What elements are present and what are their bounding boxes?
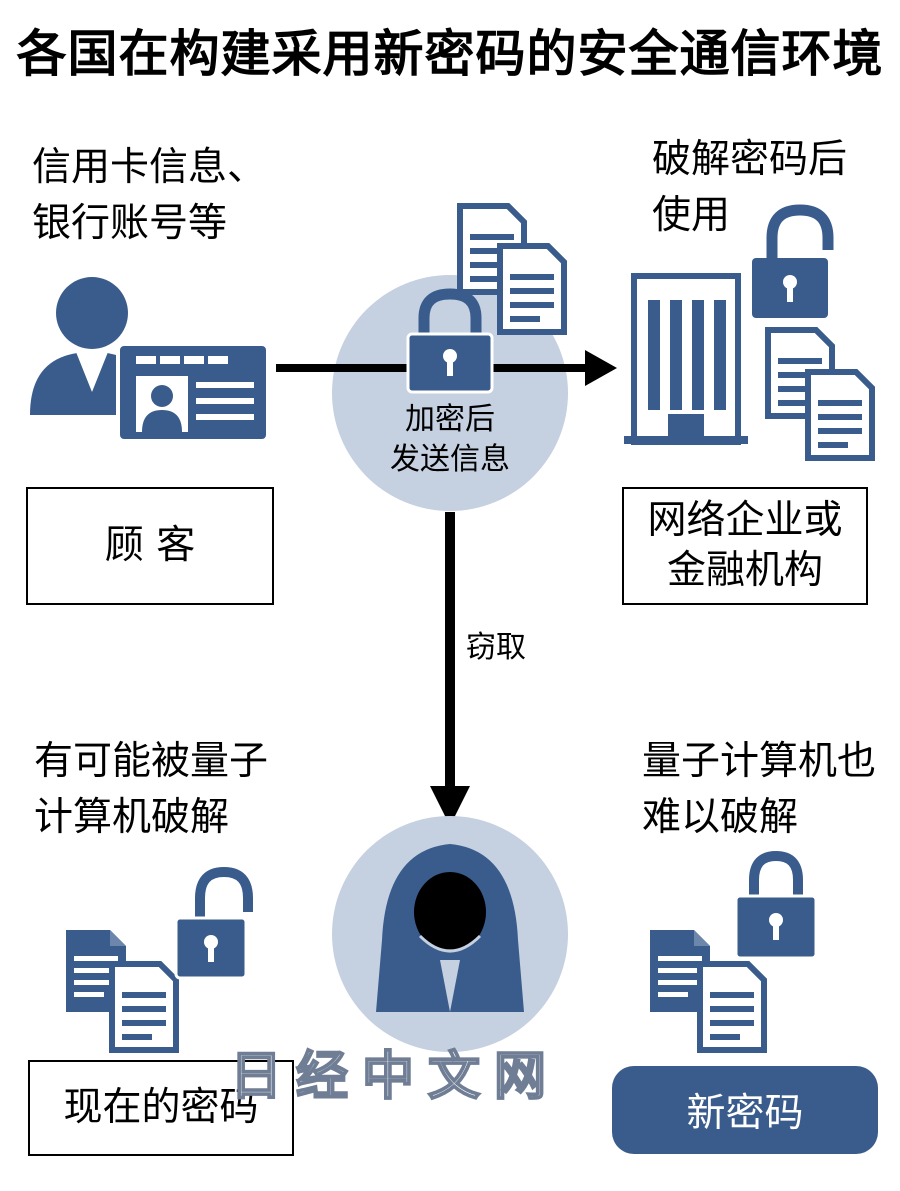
new-crypto-desc-line2: 难以破解	[642, 795, 799, 840]
steal-arrow-head	[430, 786, 470, 826]
new-crypto-desc: 量子计算机也 难以破解	[642, 734, 876, 846]
current-crypto-desc-line1: 有可能被量子	[34, 739, 269, 784]
watermark: 日经中文网	[229, 1045, 561, 1108]
document-icon	[66, 930, 176, 1050]
encrypt-label-line1: 加密后	[405, 402, 495, 437]
lock-icon	[406, 288, 494, 394]
unlock-icon	[174, 866, 253, 980]
customer-info-label: 信用卡信息、 银行账号等	[32, 140, 266, 252]
customer-info-line2: 银行账号等	[32, 201, 228, 246]
current-crypto-desc-line2: 计算机破解	[34, 795, 230, 840]
current-crypto-desc: 有可能被量子 计算机破解	[34, 734, 268, 846]
customer-box: 顾 客	[26, 487, 274, 605]
company-use-line2: 使用	[652, 193, 731, 238]
building-icon	[624, 273, 748, 445]
current-crypto-box: 现在的密码	[28, 1060, 294, 1156]
lock-icon	[734, 850, 818, 960]
company-use-line1: 破解密码后	[652, 137, 848, 182]
id-card-icon	[116, 342, 270, 443]
encrypt-label: 加密后 发送信息	[370, 400, 530, 480]
page-title: 各国在构建采用新密码的安全通信环境	[16, 25, 884, 83]
current-crypto-box-label: 现在的密码	[63, 1085, 259, 1130]
send-arrow-head	[585, 350, 617, 386]
customer-info-line1: 信用卡信息、	[32, 145, 267, 190]
hacker-icon	[376, 844, 524, 1012]
company-box-line1: 网络企业或	[647, 498, 843, 543]
company-box: 网络企业或 金融机构	[622, 487, 868, 605]
customer-box-label: 顾 客	[104, 523, 196, 568]
new-crypto-box: 新密码	[612, 1066, 878, 1154]
encrypt-label-line2: 发送信息	[390, 442, 510, 477]
new-crypto-desc-line1: 量子计算机也	[642, 739, 877, 784]
company-use-label: 破解密码后 使用	[652, 132, 847, 244]
steal-label: 窃取	[466, 630, 526, 665]
document-icon	[768, 330, 872, 458]
unlock-icon	[752, 204, 834, 318]
company-box-line2: 金融机构	[666, 548, 823, 593]
new-crypto-box-label: 新密码	[686, 1091, 804, 1136]
